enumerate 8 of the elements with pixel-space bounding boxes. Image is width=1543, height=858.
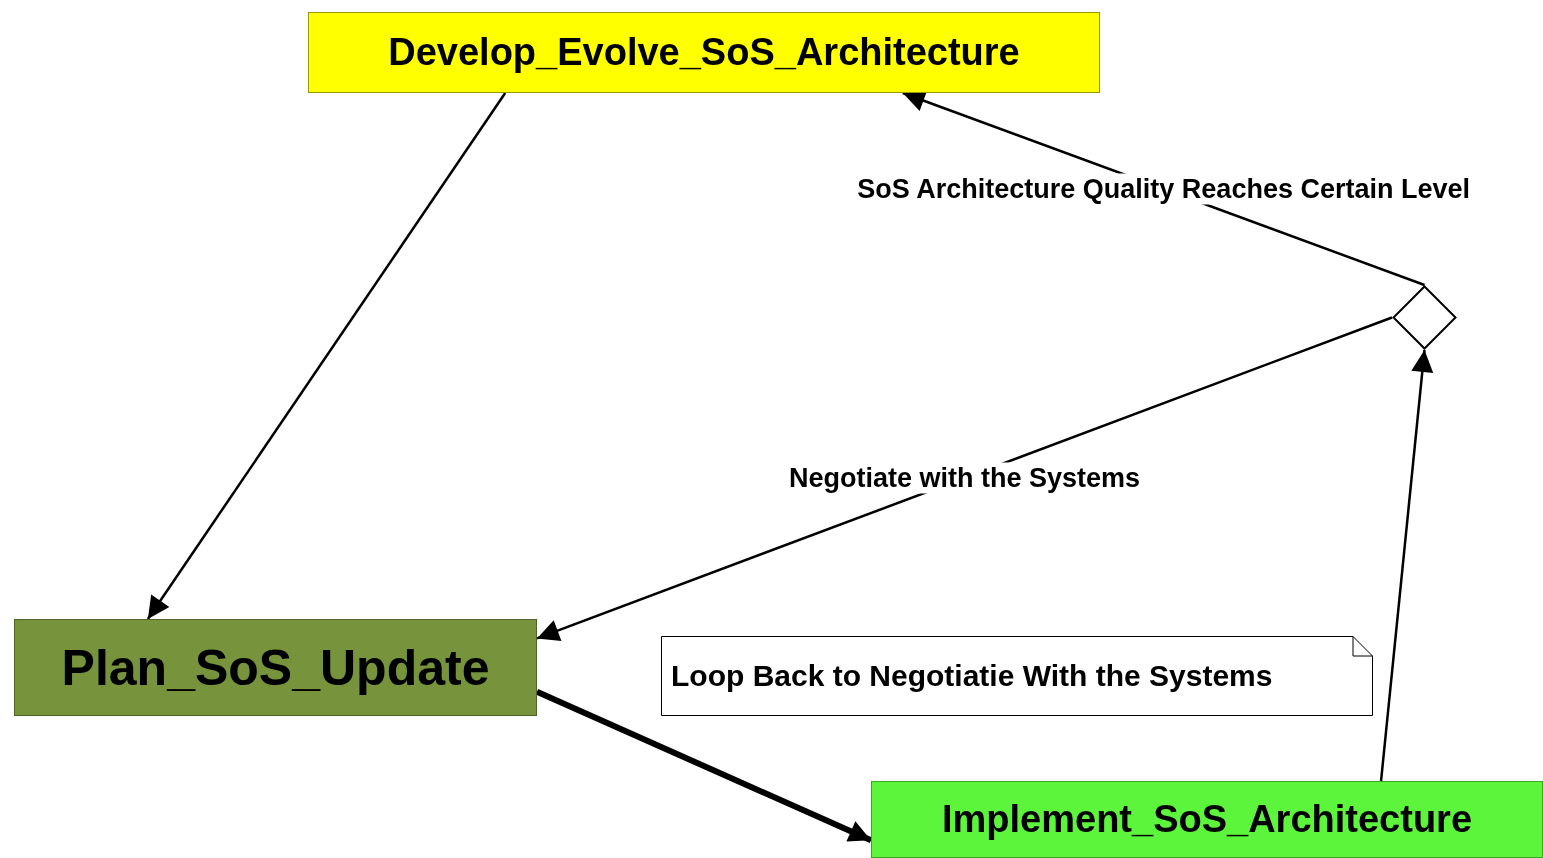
note-text: Loop Back to Negotiatie With the Systems <box>671 659 1273 693</box>
process-box: Plan_SoS_Update <box>14 619 537 716</box>
process-box: Implement_SoS_Architecture <box>871 781 1543 858</box>
arrow <box>146 92 507 620</box>
arrow <box>1379 349 1434 782</box>
arrow <box>535 689 873 844</box>
arrow <box>536 316 1393 641</box>
process-box: Develop_Evolve_SoS_Architecture <box>308 12 1100 93</box>
